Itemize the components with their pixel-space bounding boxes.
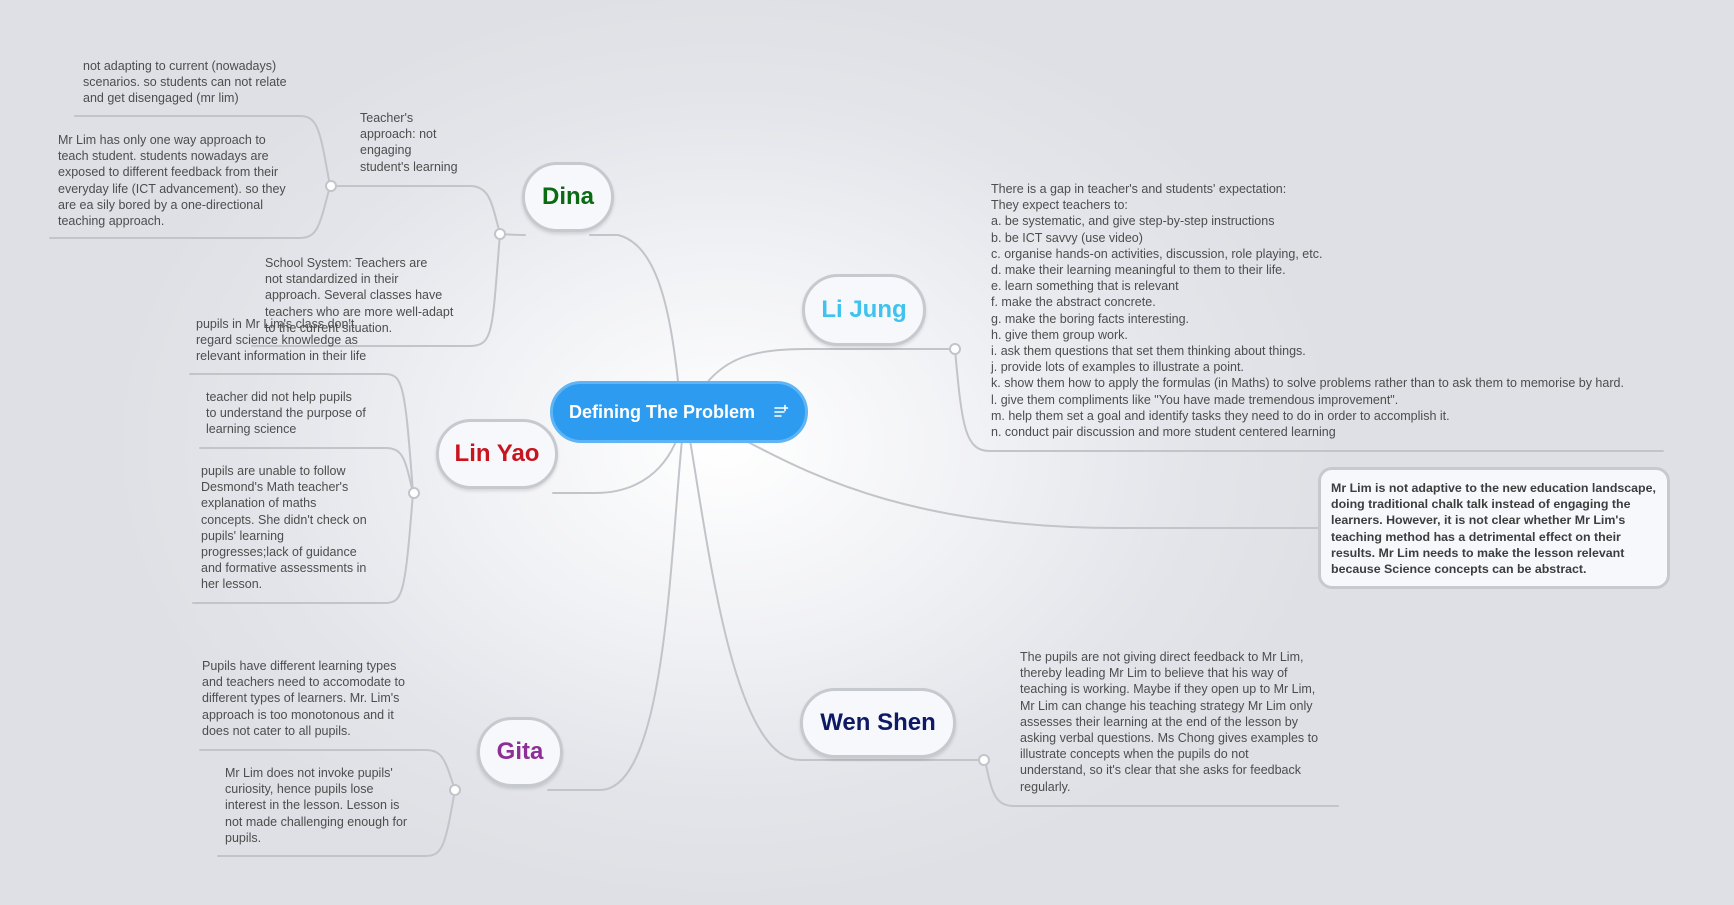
link-central-callout	[747, 441, 1319, 529]
gita-note-curiosity[interactable]: Mr Lim does not invoke pupils' curiosity…	[225, 766, 408, 845]
topic-gita[interactable]: Gita	[477, 717, 563, 787]
summary-callout[interactable]: Mr Lim is not adaptive to the new educat…	[1318, 467, 1670, 589]
notes-icon[interactable]	[773, 404, 789, 420]
link-subtopic-nowadays	[74, 115, 331, 187]
dina-subtopic-teacher-approach[interactable]: Teacher's approach: not engaging student…	[360, 111, 458, 174]
topic-wen-shen-label: Wen Shen	[820, 709, 936, 736]
joint-linyao[interactable]	[408, 487, 420, 499]
topic-dina-label: Dina	[541, 183, 594, 210]
lijung-note-expectations[interactable]: There is a gap in teacher's and students…	[991, 182, 1624, 440]
link-central-dina	[589, 234, 681, 401]
topic-dina[interactable]: Dina	[522, 162, 614, 232]
dina-note-nowadays[interactable]: not adapting to current (nowadays) scena…	[83, 59, 287, 106]
link-central-wenshen	[689, 439, 986, 761]
link-lijung-expectations	[954, 348, 1664, 452]
link-linyao-science	[189, 373, 414, 494]
linyao-note-purpose[interactable]: teacher did not help pupils to understan…	[206, 390, 366, 437]
link-dina-subtopic	[329, 185, 501, 235]
topic-wen-shen[interactable]: Wen Shen	[800, 688, 956, 758]
dina-note-one-way[interactable]: Mr Lim has only one way approach to teac…	[58, 133, 286, 229]
link-dina-school	[251, 233, 501, 347]
joint-wenshen[interactable]	[978, 754, 990, 766]
gita-note-learning-types[interactable]: Pupils have different learning types and…	[202, 659, 405, 738]
link-linyao-math	[192, 492, 414, 604]
topic-li-jung-label: Li Jung	[821, 296, 907, 323]
joint-lijung[interactable]	[949, 343, 961, 355]
linyao-note-math[interactable]: pupils are unable to follow Desmond's Ma…	[201, 464, 367, 592]
link-central-gita	[547, 439, 683, 791]
link-central-linyao	[552, 429, 681, 494]
topic-gita-label: Gita	[496, 738, 544, 765]
joint-gita[interactable]	[449, 784, 461, 796]
topic-lin-yao[interactable]: Lin Yao	[436, 419, 558, 489]
central-topic-label: Defining The Problem	[569, 401, 756, 422]
link-linyao-purpose	[199, 447, 414, 494]
topic-lin-yao-label: Lin Yao	[454, 440, 540, 467]
summary-callout-text: Mr Lim is not adaptive to the new educat…	[1331, 481, 1656, 577]
link-subtopic-oneway	[49, 185, 331, 239]
wenshen-note-feedback[interactable]: The pupils are not giving direct feedbac…	[1020, 650, 1319, 794]
link-gita-curiosity	[217, 789, 456, 857]
link-wenshen-feedback	[984, 759, 1339, 807]
joint-dina[interactable]	[494, 228, 506, 240]
linyao-note-science[interactable]: pupils in Mr Lim's class don't regard sc…	[196, 317, 367, 364]
central-topic[interactable]: Defining The Problem	[550, 381, 808, 443]
joint-dina-subtopic[interactable]	[325, 180, 337, 192]
link-gita-types	[199, 749, 456, 791]
topic-li-jung[interactable]: Li Jung	[802, 274, 926, 346]
dina-note-school-system[interactable]: School System: Teachers are not standard…	[265, 256, 454, 335]
link-central-lijung	[704, 348, 956, 386]
